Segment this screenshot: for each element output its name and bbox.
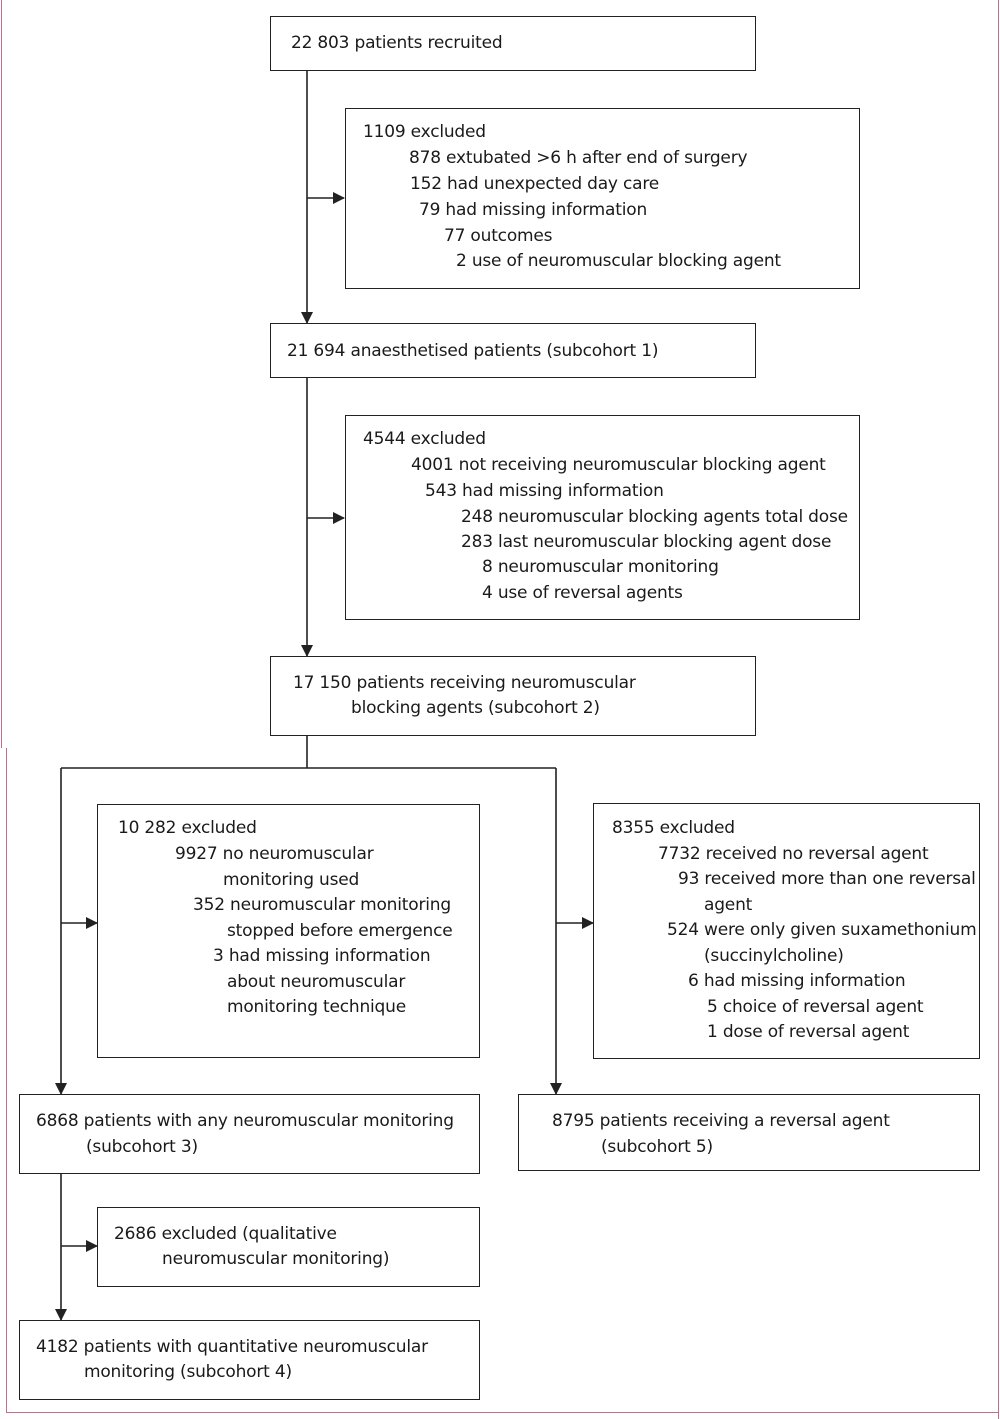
node-recruited: 22 803 patients recruited [270,16,756,71]
excluded-1-item: 79 had missing information [419,200,648,220]
excluded-5-item: 5 choice of reversal agent [707,997,924,1017]
excluded-2-head: 4544 excluded [363,429,486,449]
subcohort-3-line2: (subcohort 3) [86,1137,198,1157]
excluded-5-item: 1 dose of reversal agent [707,1022,910,1042]
excluded-2-item: 543 had missing information [425,481,664,501]
node-subcohort-2: 17 150 patients receiving neuromuscular … [270,656,756,736]
page-frame-right [998,0,999,1419]
node-excluded-3: 10 282 excluded 9927 no neuromuscular mo… [97,804,480,1058]
excluded-4-line1: 2686 excluded (qualitative [114,1224,337,1244]
node-subcohort-3: 6868 patients with any neuromuscular mon… [19,1094,480,1174]
excluded-1-head: 1109 excluded [363,122,486,142]
page-frame-left [1,0,2,748]
node-recruited-text: 22 803 patients recruited [291,33,503,53]
node-excluded-2: 4544 excluded 4001 not receiving neuromu… [345,415,860,620]
excluded-2-item: 248 neuromuscular blocking agents total … [461,507,848,527]
excluded-3-item: 352 neuromuscular monitoring [193,895,451,915]
subcohort-4-line1: 4182 patients with quantitative neuromus… [36,1337,428,1357]
excluded-1-item: 152 had unexpected day care [410,174,660,194]
page-frame-bottom [6,1412,999,1413]
excluded-4-line2: neuromuscular monitoring) [162,1249,390,1269]
excluded-1-item: 2 use of neuromuscular blocking agent [456,251,781,271]
subcohort-2-line2: blocking agents (subcohort 2) [351,698,600,718]
excluded-5-item: agent [704,895,753,915]
node-subcohort-4: 4182 patients with quantitative neuromus… [19,1320,480,1400]
excluded-5-item: (succinylcholine) [704,946,844,966]
node-subcohort-1: 21 694 anaesthetised patients (subcohort… [270,323,756,378]
excluded-1-item: 878 extubated >6 h after end of surgery [409,148,748,168]
excluded-3-item: monitoring technique [227,997,406,1017]
excluded-2-item: 4001 not receiving neuromuscular blockin… [411,455,826,475]
excluded-1-item: 77 outcomes [444,226,553,246]
subcohort-2-line1: 17 150 patients receiving neuromuscular [293,673,636,693]
excluded-3-item: 3 had missing information [213,946,431,966]
subcohort-5-line1: 8795 patients receiving a reversal agent [552,1111,890,1131]
excluded-3-item: monitoring used [223,870,360,890]
excluded-3-item: stopped before emergence [227,921,453,941]
excluded-5-item: 7732 received no reversal agent [658,844,929,864]
subcohort-4-line2: monitoring (subcohort 4) [84,1362,292,1382]
excluded-3-head: 10 282 excluded [118,818,257,838]
excluded-5-head: 8355 excluded [612,818,735,838]
excluded-2-item: 283 last neuromuscular blocking agent do… [461,532,832,552]
subcohort-5-line2: (subcohort 5) [601,1137,713,1157]
subcohort-1-text: 21 694 anaesthetised patients (subcohort… [287,341,659,361]
node-excluded-4: 2686 excluded (qualitative neuromuscular… [97,1207,480,1287]
excluded-2-item: 8 neuromuscular monitoring [482,557,719,577]
excluded-3-item: about neuromuscular [227,972,406,992]
subcohort-3-line1: 6868 patients with any neuromuscular mon… [36,1111,454,1131]
page-frame-left-lower [6,748,7,1412]
excluded-3-item: 9927 no neuromuscular [175,844,374,864]
node-excluded-1: 1109 excluded 878 extubated >6 h after e… [345,108,860,289]
node-subcohort-5: 8795 patients receiving a reversal agent… [518,1094,980,1171]
excluded-2-item: 4 use of reversal agents [482,583,683,603]
excluded-5-item: 93 received more than one reversal [678,869,976,889]
excluded-5-item: 524 were only given suxamethonium [667,920,977,940]
node-excluded-5: 8355 excluded 7732 received no reversal … [593,803,980,1059]
excluded-5-item: 6 had missing information [688,971,906,991]
